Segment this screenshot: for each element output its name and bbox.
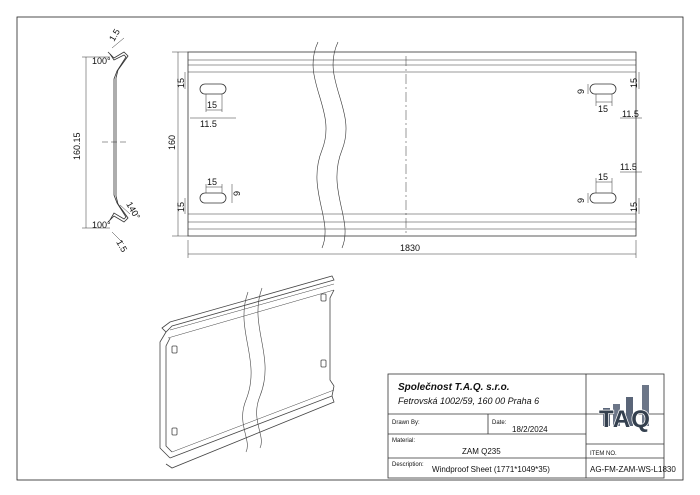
side-height-label: 160.15 — [72, 132, 82, 160]
logo-text: TAQ — [599, 406, 651, 433]
date-value: 18/2/2024 — [512, 425, 548, 434]
front-right-top-offset-label: 11.5 — [622, 109, 639, 119]
side-bottom-lip-label: 1.5 — [114, 238, 129, 254]
side-bottom-inner-angle-label: 140° — [124, 200, 142, 221]
front-left-slot-width-label: 15 — [207, 100, 217, 110]
front-left-bottom-edge-label: 15 — [176, 202, 186, 212]
item-no-label: ITEM NO. — [590, 451, 617, 457]
drawn-by-label: Drawn By: — [392, 420, 420, 426]
side-profile-view — [82, 37, 131, 245]
description-label: Description: — [392, 462, 424, 468]
side-top-angle-label: 100° — [92, 56, 111, 66]
company-name: Společnost T.A.Q. s.r.o. — [398, 382, 510, 393]
side-bottom-angle-label: 100° — [92, 220, 111, 230]
material-label: Material: — [392, 438, 415, 444]
isometric-view — [159, 275, 335, 469]
front-right-top-edge-label: 15 — [629, 78, 639, 88]
date-label: Date: — [492, 420, 507, 426]
taq-logo: TAQ — [598, 385, 651, 434]
front-view — [172, 41, 642, 258]
sheet-border — [16, 16, 684, 481]
item-no-value: AG-FM-ZAM-WS-L1830 — [590, 465, 676, 474]
front-length-label: 1830 — [400, 243, 420, 253]
front-left-top-edge-label: 15 — [176, 78, 186, 88]
title-block — [387, 373, 665, 479]
material-value: ZAM Q235 — [462, 447, 501, 456]
front-left-bottom-slot-width-label: 15 — [207, 177, 217, 187]
front-right-top-slot-width-label: 15 — [598, 104, 608, 114]
front-right-top-slot-height-label: 9 — [576, 89, 586, 94]
front-right-bottom-slot-height-label: 9 — [576, 198, 586, 203]
front-left-bottom-slot-height-label: 9 — [232, 191, 242, 196]
front-right-bottom-slot-width-label: 15 — [598, 172, 608, 182]
front-right-bottom-edge-label: 15 — [629, 202, 639, 212]
front-left-slot-offset-label: 11.5 — [200, 119, 217, 129]
front-right-bottom-offset-label: 11.5 — [620, 162, 637, 172]
company-address: Fetrovská 1002/59, 160 00 Praha 6 — [398, 396, 539, 406]
side-top-lip-label: 1.5 — [107, 27, 122, 43]
description-value: Windproof Sheet (1771*1049*35) — [432, 465, 550, 474]
front-height-label: 160 — [167, 135, 177, 150]
